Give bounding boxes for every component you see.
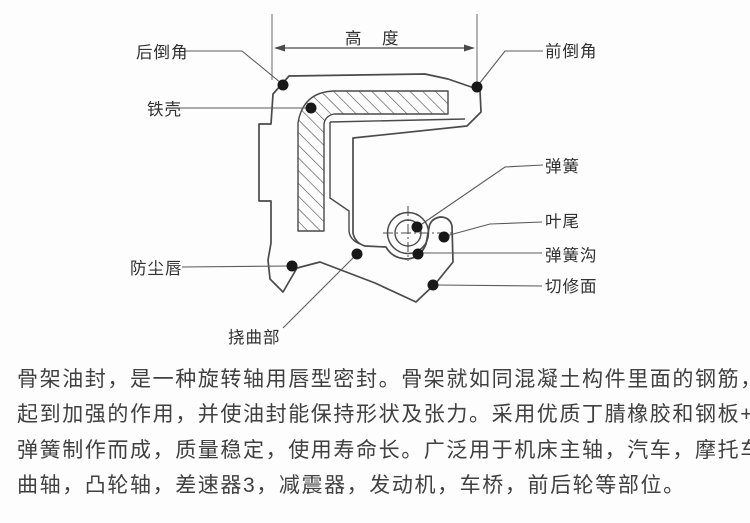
dot-flex-section: [351, 248, 363, 260]
dot-front-chamfer: [471, 81, 483, 93]
dot-blade-tail: [438, 231, 450, 243]
leader-front-chamfer: [478, 50, 543, 85]
label-blade-tail: 叶尾: [545, 212, 580, 231]
label-rear-chamfer: 后倒角: [136, 43, 189, 62]
label-iron-shell: 铁壳: [147, 100, 182, 119]
oil-seal-cross-section-svg: 高 度: [130, 14, 598, 347]
leader-trim-surface: [435, 284, 543, 287]
dot-spring: [411, 221, 423, 233]
dot-spring-groove: [412, 248, 424, 260]
description-text: 骨架油封，是一种旋转轴用唇型密封。骨架就如同混凝土构件里面的钢筋， 起到加强的作…: [0, 356, 750, 504]
label-spring: 弹簧: [545, 157, 580, 176]
metal-insert-hatched: [297, 90, 449, 232]
leader-dust-lip: [181, 265, 291, 268]
label-flex-section: 挠曲部: [228, 328, 281, 347]
leader-rear-chamfer: [184, 50, 282, 84]
description-line-2: 起到加强的作用，并使油封能保持形状及张力。采用优质丁腈橡胶和钢板+: [17, 403, 750, 427]
seal-outline-path: [258, 73, 482, 303]
leader-blade-tail: [445, 221, 543, 237]
description-line-3: 弹簧制作而成，质量稳定，使用寿命长。广泛用于机床主轴，汽车，摩托车: [17, 438, 750, 462]
dim-arrow-right-icon: [464, 44, 475, 52]
label-dust-lip: 防尘唇: [130, 259, 183, 278]
label-trim-surface: 切修面: [545, 277, 598, 296]
leader-spring: [418, 164, 544, 227]
label-spring-groove: 弹簧沟: [545, 246, 598, 265]
description-line-1: 骨架油封，是一种旋转轴用唇型密封。骨架就如同混凝土构件里面的钢筋，: [17, 368, 750, 391]
leader-flex-section: [282, 254, 357, 329]
label-height-dim: 高 度: [345, 29, 401, 48]
description-line-4: 曲轴，凸轮轴，差速器3，减震器，发动机，车桥，前后轮等部位。: [17, 474, 686, 498]
dim-arrow-left-icon: [274, 44, 285, 52]
dot-iron-shell: [305, 102, 317, 114]
dot-trim-surface: [427, 279, 439, 291]
label-front-chamfer: 前倒角: [545, 42, 598, 61]
oil-seal-diagram: 高 度: [130, 14, 598, 347]
dot-dust-lip: [286, 260, 298, 272]
seal-underside-line: [329, 118, 466, 123]
seal-bore-line: [329, 122, 361, 245]
dot-rear-chamfer: [277, 79, 289, 91]
